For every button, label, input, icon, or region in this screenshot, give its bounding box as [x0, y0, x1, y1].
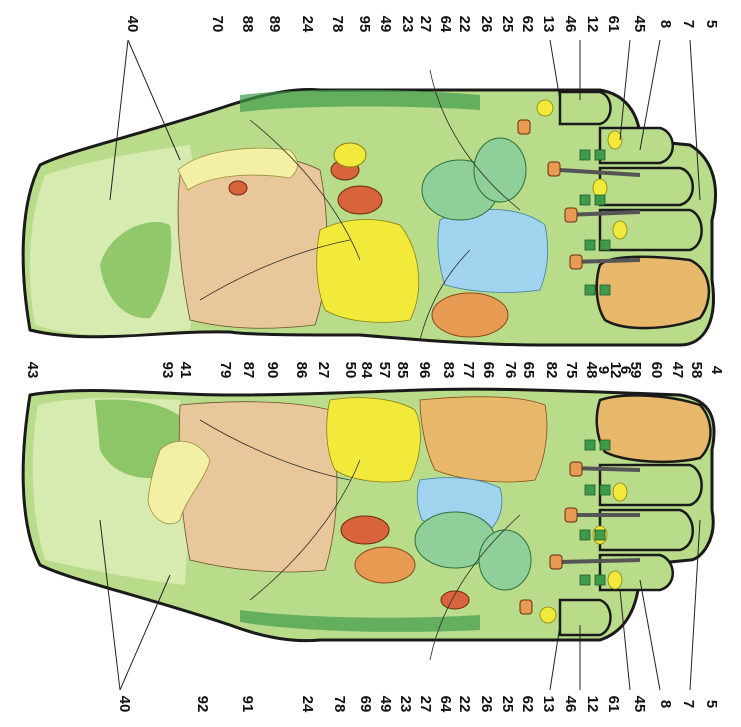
top-red-organ-3 — [229, 181, 247, 195]
region-number-label: 46 — [562, 696, 579, 713]
bottom-toe-5 — [560, 600, 611, 635]
region-number-label: 49 — [377, 16, 394, 33]
region-number-label: 22 — [456, 16, 473, 33]
region-number-label: 7 — [680, 700, 697, 708]
top-yellow-organ — [334, 143, 366, 167]
region-number-label: 12 — [584, 696, 601, 713]
region-number-label: 8 — [657, 700, 674, 708]
region-number-label: 50 — [342, 362, 359, 379]
region-number-label: 22 — [456, 696, 473, 713]
region-number-label: 5 — [703, 700, 720, 708]
region-number-label: 26 — [478, 696, 495, 713]
top-heel-area — [30, 145, 198, 335]
region-number-label: 23 — [397, 696, 414, 713]
top-foot — [23, 70, 715, 345]
bottom-red-organ-1 — [341, 516, 389, 544]
bottom-foot — [23, 389, 714, 660]
region-number-label: 61 — [605, 696, 622, 713]
bottom-orange-organ — [355, 547, 415, 583]
region-number-label: 62 — [519, 696, 536, 713]
region-number-label: 13 — [540, 696, 557, 713]
region-number-label: 24 — [299, 16, 316, 33]
region-number-label: 41 — [177, 362, 194, 379]
region-number-label: 82 — [543, 362, 560, 379]
region-number-label: 8 — [657, 20, 674, 28]
region-number-label: 77 — [460, 362, 477, 379]
region-number-label: 61 — [605, 16, 622, 33]
region-number-label: 60 — [648, 362, 665, 379]
region-number-label: 93 — [159, 362, 176, 379]
region-number-label: 62 — [519, 16, 536, 33]
bottom-green-organ-2 — [479, 530, 531, 590]
region-number-label: 91 — [239, 696, 256, 713]
region-number-label: 75 — [563, 362, 580, 379]
region-number-label: 47 — [669, 362, 686, 379]
region-number-label: 84 — [358, 362, 375, 379]
top-orange-organ — [432, 293, 508, 337]
region-number-label: 65 — [520, 362, 537, 379]
region-number-label: 64 — [437, 16, 454, 33]
region-number-label: 64 — [437, 696, 454, 713]
region-number-label: 27 — [417, 696, 434, 713]
region-number-label: 92 — [194, 696, 211, 713]
region-number-label: 7 — [680, 20, 697, 28]
region-number-label: 49 — [377, 696, 394, 713]
region-number-label: 90 — [264, 362, 281, 379]
region-number-label: 59 — [627, 362, 644, 379]
region-number-label: 57 — [376, 362, 393, 379]
bottom-orange-zone — [420, 397, 547, 482]
region-number-label: 26 — [478, 16, 495, 33]
region-number-label: 40 — [124, 16, 141, 33]
region-number-label: 78 — [331, 696, 348, 713]
region-number-label: 85 — [394, 362, 411, 379]
bottom-big-toe — [597, 395, 711, 461]
top-big-toe — [597, 257, 709, 328]
region-number-label: 13 — [540, 16, 557, 33]
top-red-organ-1 — [338, 186, 382, 214]
region-number-label: 45 — [631, 696, 648, 713]
region-number-label: 27 — [417, 16, 434, 33]
region-number-label: 79 — [217, 362, 234, 379]
region-number-label: 86 — [293, 362, 310, 379]
middle-label-row: 43 9341 79 87 90 86 27 50845785 96 837766 7665 8275… — [24, 362, 725, 379]
region-number-label: 23 — [399, 16, 416, 33]
bottom-label-row: 40 92 91 24 78 694923276422 26256213 46 1261 45 87… — [116, 696, 720, 713]
top-toe-5 — [560, 92, 611, 124]
region-number-label: 87 — [240, 362, 257, 379]
bottom-midfoot-tan — [179, 402, 337, 572]
region-number-label: 88 — [239, 16, 256, 33]
region-number-label: 25 — [499, 696, 516, 713]
top-label-row: 40 70 88 89 24 78 9549 23276422 26256213 46 1261 45… — [124, 16, 720, 33]
region-number-label: 58 — [688, 362, 705, 379]
bottom-central-yellow — [327, 398, 421, 482]
region-number-label: 25 — [499, 16, 516, 33]
region-number-label: 96 — [416, 362, 433, 379]
region-number-label: 76 — [502, 362, 519, 379]
region-number-label: 78 — [329, 16, 346, 33]
region-number-label: 83 — [440, 362, 457, 379]
top-blue-zone — [438, 209, 548, 292]
region-number-label: 66 — [480, 362, 497, 379]
region-number-label: 40 — [116, 696, 133, 713]
region-number-label: 12 — [584, 16, 601, 33]
region-number-label: 4 — [708, 366, 725, 375]
top-central-yellow — [317, 220, 419, 323]
region-number-label: 95 — [356, 16, 373, 33]
region-number-label: 89 — [266, 16, 283, 33]
region-number-label: 69 — [357, 696, 374, 713]
region-number-label: 24 — [299, 696, 316, 713]
region-number-label: 45 — [631, 16, 648, 33]
region-number-label: 5 — [703, 20, 720, 28]
region-number-label: 43 — [24, 362, 41, 379]
region-number-label: 70 — [209, 16, 226, 33]
region-number-label: 27 — [315, 362, 332, 379]
region-number-label: 46 — [562, 16, 579, 33]
